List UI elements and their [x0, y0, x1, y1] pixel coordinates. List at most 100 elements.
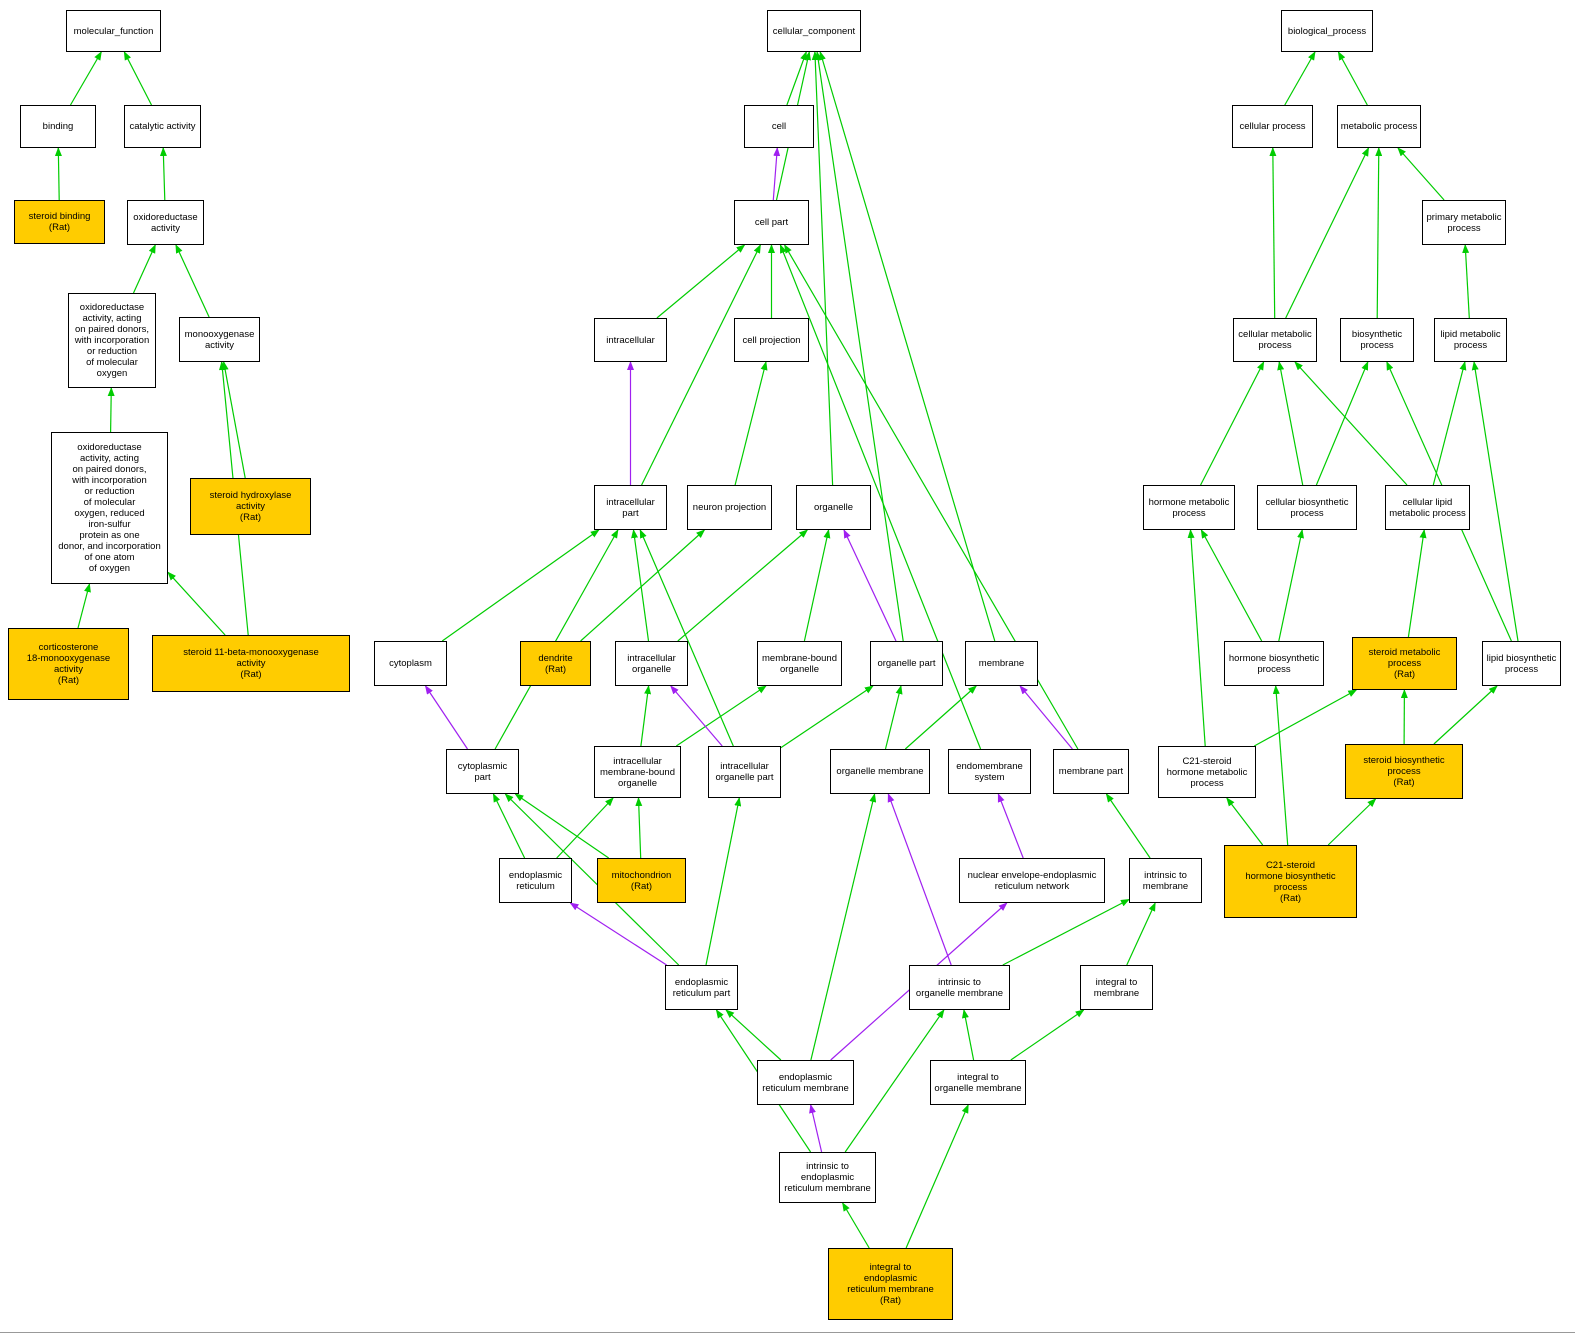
- go-term-node-cellular_lipid_metab[interactable]: cellular lipid metabolic process: [1385, 485, 1470, 530]
- edge-is_a-oxidored_iron-to-oxidored_paired: [111, 388, 112, 432]
- go-term-label: cellular biosynthetic process: [1266, 497, 1349, 519]
- go-term-node-cytoplasmic_part[interactable]: cytoplasmic part: [446, 749, 519, 794]
- go-term-node-intra_organelle[interactable]: intracellular organelle: [615, 641, 688, 686]
- go-term-node-steroid_11b[interactable]: steroid 11-beta-monooxygenase activity (…: [152, 635, 350, 692]
- go-term-node-membrane[interactable]: membrane: [965, 641, 1038, 686]
- go-term-node-monooxygenase[interactable]: monooxygenase activity: [179, 317, 260, 362]
- go-term-label: steroid biosynthetic process (Rat): [1363, 755, 1444, 788]
- go-term-node-cellular_biosyn[interactable]: cellular biosynthetic process: [1257, 485, 1357, 530]
- go-term-label: cellular lipid metabolic process: [1389, 497, 1466, 519]
- go-term-label: organelle membrane: [836, 766, 923, 777]
- go-term-node-cell[interactable]: cell: [744, 105, 814, 148]
- go-term-node-steroid_metab[interactable]: steroid metabolic process (Rat): [1352, 637, 1457, 690]
- go-term-node-c21_biosyn[interactable]: C21-steroid hormone biosynthetic process…: [1224, 845, 1357, 918]
- edge-is_a-cellular_lipid_metab-to-lipid_metab: [1433, 362, 1465, 485]
- go-term-node-oxidored_iron[interactable]: oxidoreductase activity, acting on paire…: [51, 432, 168, 584]
- edge-is_a-oxidored_paired-to-oxidoreductase: [134, 245, 156, 293]
- go-term-node-mf[interactable]: molecular_function: [66, 10, 161, 52]
- go-term-label: integral to organelle membrane: [934, 1072, 1021, 1094]
- go-term-node-integral_memb[interactable]: integral to membrane: [1080, 965, 1153, 1010]
- edge-is_a-intra_organelle-to-organelle: [678, 530, 808, 641]
- edge-is_a-cellular_biosyn-to-cellular_metab: [1279, 362, 1303, 485]
- go-term-node-intrinsic_org_memb[interactable]: intrinsic to organelle membrane: [909, 965, 1010, 1010]
- go-term-node-bp[interactable]: biological_process: [1281, 10, 1373, 52]
- go-term-node-intrinsic_memb[interactable]: intrinsic to membrane: [1129, 858, 1202, 903]
- go-term-node-c21_metab[interactable]: C21-steroid hormone metabolic process: [1158, 746, 1256, 798]
- go-term-node-primary_metab[interactable]: primary metabolic process: [1422, 200, 1506, 245]
- go-term-node-er[interactable]: endoplasmic reticulum: [499, 858, 572, 903]
- go-term-node-cell_projection[interactable]: cell projection: [734, 318, 809, 362]
- edge-is_a-intracellular_part-to-cell_part: [642, 245, 761, 485]
- edge-part_of-organelle_part-to-organelle: [844, 530, 896, 641]
- go-term-node-intracellular_part[interactable]: intracellular part: [594, 485, 667, 530]
- go-term-label: organelle part: [877, 658, 935, 669]
- go-term-node-biosynthetic[interactable]: biosynthetic process: [1340, 318, 1414, 362]
- go-term-label: cell projection: [742, 335, 800, 346]
- go-term-node-integral_er_memb[interactable]: integral to endoplasmic reticulum membra…: [828, 1248, 953, 1320]
- go-term-label: neuron projection: [693, 502, 766, 513]
- go-term-label: steroid binding (Rat): [29, 211, 91, 233]
- go-term-node-intra_memb_organelle[interactable]: intracellular membrane-bound organelle: [594, 746, 681, 798]
- go-term-node-binding[interactable]: binding: [20, 105, 96, 148]
- go-term-node-integral_org_memb[interactable]: integral to organelle membrane: [930, 1060, 1026, 1105]
- edge-is_a-intracellular-to-cell_part: [657, 245, 745, 318]
- go-term-node-steroid_binding[interactable]: steroid binding (Rat): [14, 200, 105, 244]
- go-term-node-endomembrane[interactable]: endomembrane system: [948, 749, 1031, 794]
- go-term-node-organelle_part[interactable]: organelle part: [870, 641, 943, 686]
- go-term-node-organelle_membrane[interactable]: organelle membrane: [830, 749, 930, 794]
- go-term-node-er_membrane[interactable]: endoplasmic reticulum membrane: [757, 1060, 854, 1105]
- edge-is_a-mito-to-intra_memb_organelle: [639, 798, 641, 858]
- go-term-node-cellular_metab[interactable]: cellular metabolic process: [1233, 318, 1317, 362]
- go-term-node-intra_organelle_part[interactable]: intracellular organelle part: [708, 746, 781, 798]
- go-term-node-hormone_metab[interactable]: hormone metabolic process: [1143, 485, 1235, 530]
- go-term-node-catalytic[interactable]: catalytic activity: [124, 105, 201, 148]
- go-term-node-intrinsic_er_memb[interactable]: intrinsic to endoplasmic reticulum membr…: [779, 1152, 876, 1203]
- go-term-node-metabolic_process[interactable]: metabolic process: [1337, 105, 1421, 148]
- go-term-label: biological_process: [1288, 26, 1366, 37]
- edge-is_a-integral_er_memb-to-intrinsic_er_memb: [843, 1203, 870, 1248]
- go-term-node-intracellular[interactable]: intracellular: [594, 318, 667, 362]
- go-term-node-oxidoreductase[interactable]: oxidoreductase activity: [127, 200, 204, 245]
- go-term-node-ne_er_network[interactable]: nuclear envelope-endoplasmic reticulum n…: [959, 858, 1105, 903]
- go-term-label: intracellular membrane-bound organelle: [600, 756, 675, 789]
- edge-is_a-er_membrane-to-er_part: [726, 1010, 781, 1060]
- edge-part_of-intra_organelle_part-to-intra_organelle: [671, 686, 722, 746]
- edge-is_a-organelle_membrane-to-membrane: [905, 686, 976, 749]
- go-term-node-cytoplasm[interactable]: cytoplasm: [374, 641, 447, 686]
- edge-is_a-cellular_lipid_metab-to-cellular_metab: [1295, 362, 1407, 485]
- go-term-node-cellular_process[interactable]: cellular process: [1232, 105, 1313, 148]
- edge-is_a-integral_er_memb-to-integral_org_memb: [906, 1105, 968, 1248]
- go-term-node-hormone_biosyn[interactable]: hormone biosynthetic process: [1224, 641, 1324, 686]
- go-term-node-mito[interactable]: mitochondrion (Rat): [597, 858, 686, 903]
- edge-is_a-lipid_biosyn-to-lipid_metab: [1474, 362, 1518, 641]
- go-term-node-dendrite[interactable]: dendrite (Rat): [520, 641, 591, 686]
- go-term-label: oxidoreductase activity, acting on paire…: [75, 302, 149, 379]
- go-term-node-organelle[interactable]: organelle: [796, 485, 871, 530]
- edge-is_a-membrane-to-cc: [820, 52, 995, 641]
- go-term-label: nuclear envelope-endoplasmic reticulum n…: [968, 870, 1097, 892]
- go-term-node-lipid_metab[interactable]: lipid metabolic process: [1434, 318, 1507, 362]
- edge-is_a-integral_memb-to-intrinsic_memb: [1127, 903, 1155, 965]
- go-term-label: organelle: [814, 502, 853, 513]
- go-term-label: cytoplasmic part: [458, 761, 508, 783]
- go-term-node-lipid_biosyn[interactable]: lipid biosynthetic process: [1482, 641, 1561, 686]
- go-term-node-neuron_projection[interactable]: neuron projection: [687, 485, 772, 530]
- edge-is_a-monooxygenase-to-oxidoreductase: [176, 245, 209, 317]
- edge-is_a-binding-to-mf: [71, 52, 102, 105]
- go-term-node-cortico_18[interactable]: corticosterone 18-monooxygenase activity…: [8, 628, 129, 700]
- go-term-node-cc[interactable]: cellular_component: [767, 10, 861, 52]
- go-term-label: cellular_component: [773, 26, 855, 37]
- go-term-label: membrane-bound organelle: [762, 653, 837, 675]
- go-term-node-steroid_biosyn[interactable]: steroid biosynthetic process (Rat): [1345, 744, 1463, 799]
- edge-is_a-integral_org_memb-to-integral_memb: [1011, 1010, 1084, 1060]
- edge-part_of-er_part-to-er: [570, 903, 666, 965]
- go-term-node-memb_organelle[interactable]: membrane-bound organelle: [757, 641, 842, 686]
- go-term-node-steroid_hydroxylase[interactable]: steroid hydroxylase activity (Rat): [190, 478, 311, 535]
- edge-is_a-cellular_biosyn-to-biosynthetic: [1316, 362, 1367, 485]
- go-term-node-oxidored_paired[interactable]: oxidoreductase activity, acting on paire…: [68, 293, 156, 388]
- go-term-node-membrane_part[interactable]: membrane part: [1053, 749, 1129, 794]
- go-term-label: monooxygenase activity: [185, 329, 255, 351]
- go-term-node-cell_part[interactable]: cell part: [734, 200, 809, 245]
- go-term-node-er_part[interactable]: endoplasmic reticulum part: [665, 965, 738, 1010]
- go-term-label: steroid 11-beta-monooxygenase activity (…: [183, 647, 319, 680]
